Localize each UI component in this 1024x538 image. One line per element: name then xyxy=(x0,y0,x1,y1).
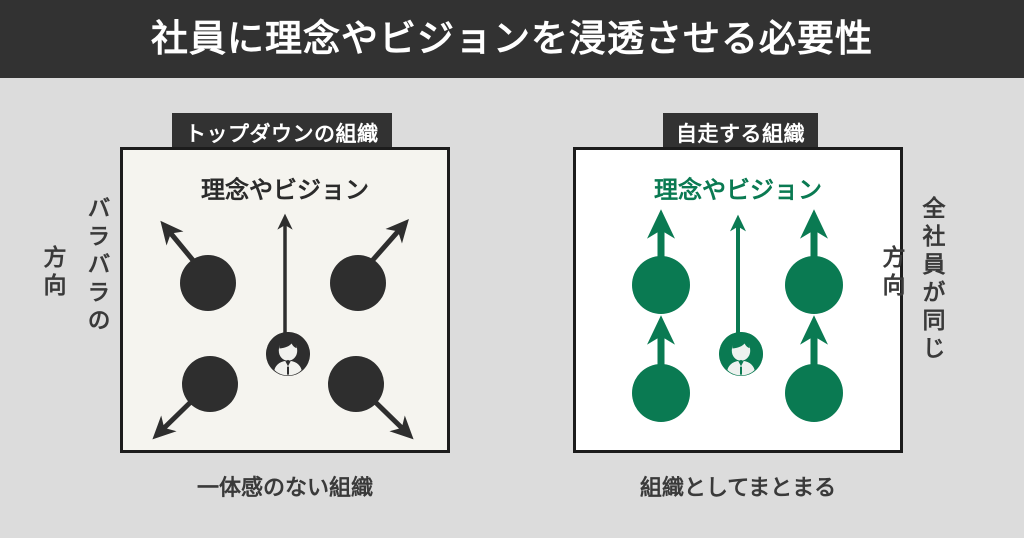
panel-left-diagram xyxy=(152,213,414,440)
panel-self-driven-organization: 理念やビジョン xyxy=(573,147,903,453)
left-node-top-left xyxy=(160,220,236,311)
left-side-label-inner: バラバラの xyxy=(84,196,110,336)
person-icon xyxy=(719,332,763,376)
right-node-top-right xyxy=(785,209,843,314)
panel-left-heading: 理念やビジョン xyxy=(201,177,369,204)
panel-left-caption: 一体感のない組織 xyxy=(196,475,373,500)
right-side-label-inner: 方向 xyxy=(879,245,905,301)
left-node-bottom-right xyxy=(328,356,414,440)
left-node-top-right xyxy=(330,218,409,311)
panel-topdown-organization: 理念やビジョン xyxy=(120,147,450,453)
header-band xyxy=(0,0,1024,78)
avatar xyxy=(719,332,763,376)
right-node-bottom-left xyxy=(632,315,690,422)
left-node-bottom-left xyxy=(152,356,238,440)
person-icon xyxy=(266,332,310,376)
avatar xyxy=(266,332,310,376)
left-side-label-outer: 方向 xyxy=(40,245,66,301)
panel-right-caption: 組織としてまとまる xyxy=(639,475,837,500)
right-node-bottom-right xyxy=(785,315,843,422)
page-title: 社員に理念やビジョンを浸透させる必要性 xyxy=(151,18,873,59)
right-side-label-outer: 全社員が同じ xyxy=(919,196,945,364)
panel-right-diagram xyxy=(632,209,843,422)
right-node-top-left xyxy=(632,209,690,314)
panel-right-heading: 理念やビジョン xyxy=(654,177,822,204)
